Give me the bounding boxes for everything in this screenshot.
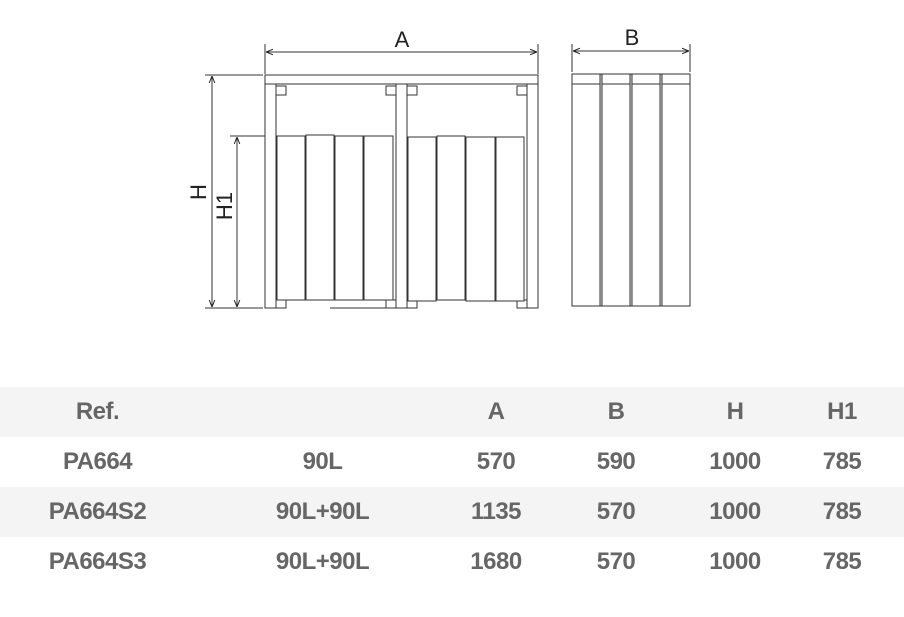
cell-ref: PA664S2: [0, 487, 195, 537]
dimension-h: [205, 74, 263, 309]
label-h1: H1: [212, 192, 237, 220]
header-capacity: [195, 387, 450, 437]
dimensions-table: Ref. A B H H1 PA664 90L 570 590 1000 785…: [0, 387, 904, 587]
cell-h1: 785: [822, 448, 862, 475]
dimension-a: [264, 44, 539, 74]
dimension-b: [571, 44, 691, 72]
cell-h: 1000: [709, 448, 761, 475]
cell-a: 1680: [470, 548, 522, 575]
cell-capacity: 90L+90L: [195, 487, 450, 537]
header-h: H: [690, 387, 780, 437]
table-header-row: Ref. A B H H1: [0, 387, 904, 437]
cell-ref: PA664: [62, 448, 133, 475]
cell-h1: 785: [822, 548, 862, 575]
cell-b: 570: [596, 548, 636, 575]
label-a: A: [395, 27, 410, 52]
label-b: B: [625, 25, 640, 50]
table-row: PA664 90L 570 590 1000 785: [0, 437, 904, 487]
label-h: H: [186, 184, 211, 200]
cell-h1: 785: [780, 487, 904, 537]
table-row: PA664S3 90L+90L 1680 570 1000 785: [0, 537, 904, 587]
cell-h: 1000: [709, 548, 761, 575]
header-ref: Ref.: [0, 387, 195, 437]
header-h1: H1: [780, 387, 904, 437]
cell-capacity: 90L+90L: [275, 548, 370, 575]
table-row: PA664S2 90L+90L 1135 570 1000 785: [0, 487, 904, 537]
cell-h: 1000: [690, 487, 780, 537]
cell-ref: PA664S3: [48, 548, 147, 575]
cell-a: 1135: [450, 487, 542, 537]
cell-b: 570: [542, 487, 690, 537]
header-a: A: [450, 387, 542, 437]
header-b: B: [542, 387, 690, 437]
cell-b: 590: [596, 448, 636, 475]
technical-drawing: A B H H1: [186, 25, 691, 309]
front-view: [264, 74, 539, 309]
cell-a: 570: [476, 448, 516, 475]
side-view: [571, 73, 691, 307]
cell-capacity: 90L: [302, 448, 343, 475]
